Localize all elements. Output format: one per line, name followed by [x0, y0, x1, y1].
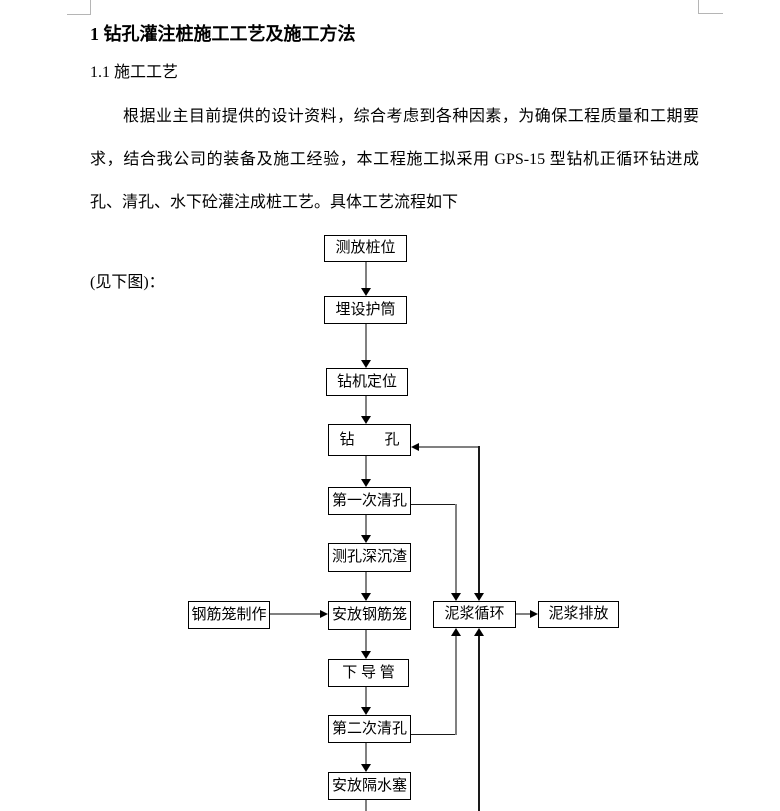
flow-node-survey-pile-position: 测放桩位 — [324, 235, 407, 262]
arrow-down-icon — [361, 360, 371, 368]
margin-corner-mark-left — [67, 0, 91, 15]
connector-fabrication-to-cage — [270, 613, 320, 615]
connector-clean2-to-plug — [365, 743, 367, 764]
connector-rig-to-drilling — [365, 396, 367, 416]
connector-casing-to-rig — [365, 324, 367, 360]
connector-plug-continues — [365, 800, 367, 811]
connector-clean1-to-circulation-h — [411, 504, 457, 505]
arrow-down-icon — [451, 593, 461, 601]
arrow-up-icon — [474, 628, 484, 636]
connector-clean2-to-circulation-h — [411, 734, 457, 735]
body-paragraph: 根据业主目前提供的设计资料，综合考虑到各种因素，为确保工程质量和工期要求，结合我… — [90, 108, 699, 211]
connector-return-to-drilling-h — [419, 446, 480, 448]
connector-return-to-drilling-v — [478, 446, 480, 593]
connector-measure-to-cage — [365, 572, 367, 593]
flow-node-first-hole-cleaning: 第一次清孔 — [328, 487, 411, 515]
flow-node-install-rebar-cage: 安放钢筋笼 — [328, 601, 411, 630]
connector-below-to-circulation — [478, 636, 480, 811]
margin-corner-mark-right — [698, 0, 723, 14]
connector-clean1-to-circulation-v — [455, 504, 457, 593]
flow-node-mud-circulation: 泥浆循环 — [433, 601, 516, 628]
flow-node-mud-discharge: 泥浆排放 — [538, 601, 619, 628]
arrow-down-icon — [474, 593, 484, 601]
flow-node-rig-positioning: 钻机定位 — [326, 368, 408, 396]
arrow-up-icon — [451, 628, 461, 636]
connector-survey-to-casing — [365, 262, 367, 288]
flow-node-measure-depth-sediment: 测孔深沉渣 — [328, 543, 411, 572]
arrow-down-icon — [361, 479, 371, 487]
connector-clean1-to-measure — [365, 515, 367, 535]
connector-clean2-to-circulation-v — [455, 636, 457, 735]
flow-node-drilling: 钻 孔 — [328, 424, 411, 456]
arrow-left-icon — [411, 443, 419, 451]
flow-node-second-hole-cleaning: 第二次清孔 — [328, 715, 411, 743]
arrow-down-icon — [361, 651, 371, 659]
arrow-down-icon — [361, 764, 371, 772]
arrow-down-icon — [361, 416, 371, 424]
arrow-down-icon — [361, 535, 371, 543]
connector-circulation-to-discharge — [516, 613, 530, 615]
arrow-down-icon — [361, 593, 371, 601]
arrow-down-icon — [361, 288, 371, 296]
connector-cage-to-conduit — [365, 630, 367, 651]
see-below-note: (见下图)： — [90, 274, 165, 291]
connector-conduit-to-clean2 — [365, 687, 367, 707]
connector-drilling-to-clean1 — [365, 456, 367, 479]
section-heading: 1.1 施工工艺 — [90, 64, 179, 81]
flow-node-lower-conduit: 下 导 管 — [328, 659, 409, 687]
document-title: 1 钻孔灌注桩施工工艺及施工方法 — [90, 24, 356, 44]
arrow-down-icon — [361, 707, 371, 715]
arrow-right-icon — [320, 610, 328, 618]
arrow-right-icon — [530, 610, 538, 618]
flow-node-bury-casing: 埋设护筒 — [324, 296, 407, 324]
flow-node-rebar-cage-fabrication: 钢筋笼制作 — [188, 601, 270, 629]
flow-node-install-water-plug: 安放隔水塞 — [328, 772, 411, 800]
